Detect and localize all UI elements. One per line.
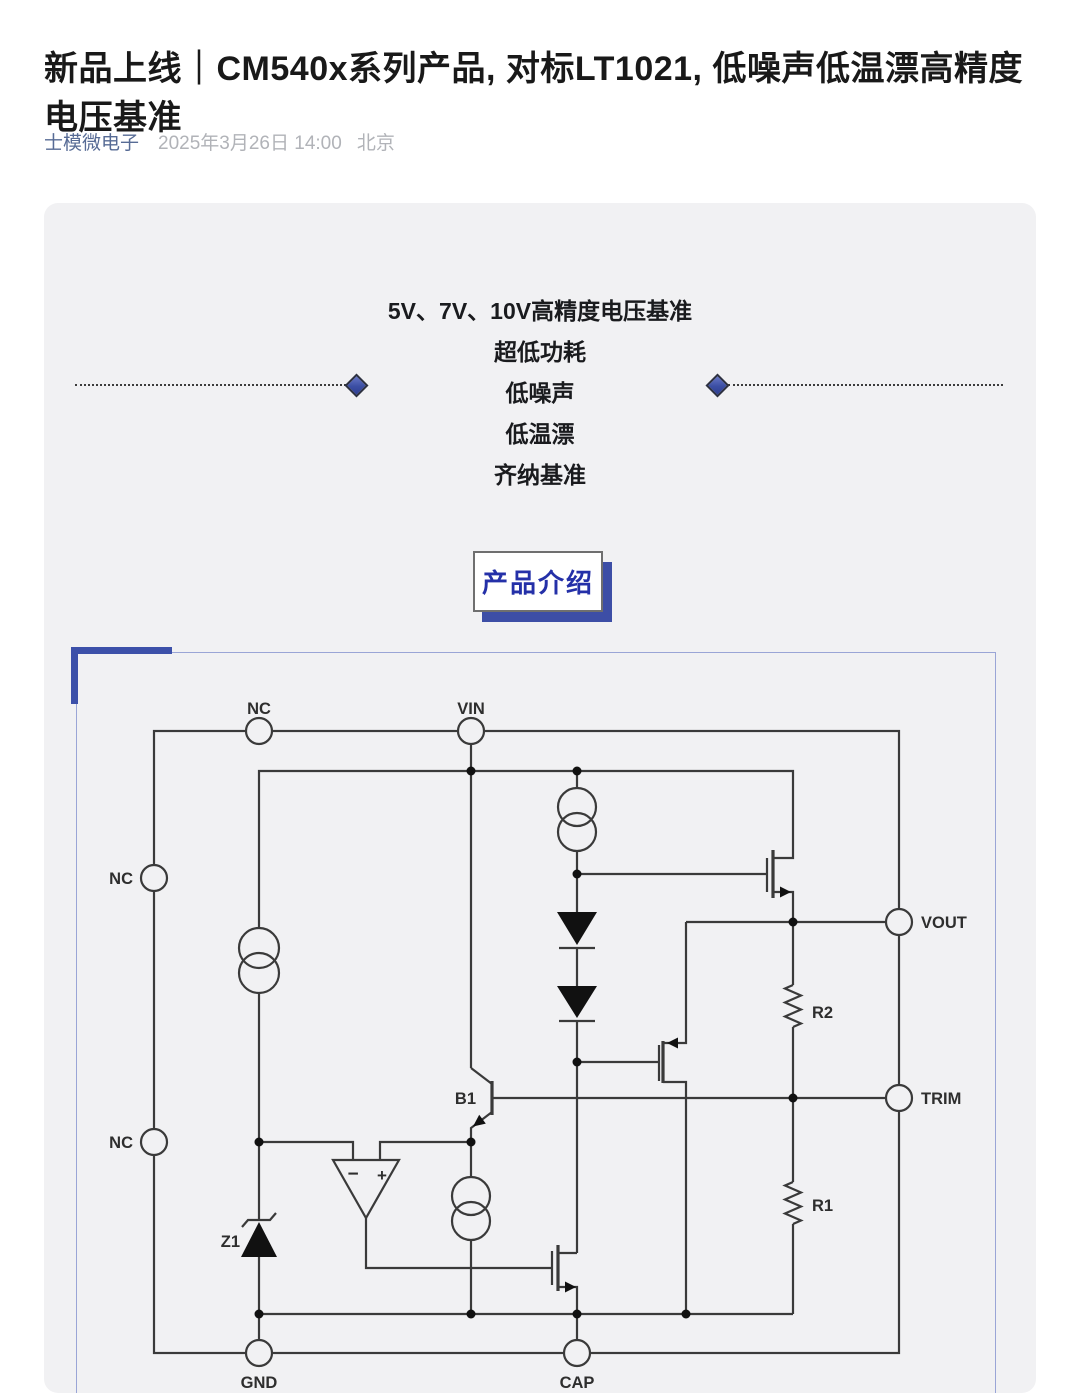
label-z1: Z1 xyxy=(221,1233,240,1251)
pin-cap xyxy=(562,1338,592,1368)
opamp xyxy=(331,1158,401,1221)
section-label-plate: 产品介绍 xyxy=(473,551,603,612)
circuit-labels: NC VIN NC NC VOUT TRIM GND CAP B1 Z1 R2 … xyxy=(109,700,967,1392)
dotted-divider-right xyxy=(728,384,1003,386)
pin-nc-top xyxy=(244,716,274,746)
pin-label-trim: TRIM xyxy=(921,1090,961,1108)
pin-circles xyxy=(139,716,914,1368)
feature-line: 超低功耗 xyxy=(494,339,586,365)
diagram-frame xyxy=(76,652,996,1393)
pin-label-nc-left-lower: NC xyxy=(109,1134,133,1152)
feature-list: 5V、7V、10V高精度电压基准 超低功耗 低噪声 低温漂 齐纳基准 xyxy=(44,291,1036,496)
pin-nc-left-upper xyxy=(139,863,169,893)
diode-stack xyxy=(557,912,597,1018)
current-source-b1-tail xyxy=(450,1175,492,1242)
current-source-center xyxy=(556,786,598,853)
opamp-minus-sign: − xyxy=(347,1164,358,1185)
corner-bracket-horizontal xyxy=(71,647,172,654)
transistor-arrows xyxy=(473,886,791,1293)
pin-vout xyxy=(884,907,914,937)
pin-label-nc-top: NC xyxy=(247,700,271,718)
article-meta: 士模微电子 2025年3月26日 14:00 北京 xyxy=(44,128,944,155)
pin-trim xyxy=(884,1083,914,1113)
dotted-divider-left xyxy=(75,384,346,386)
circuit-wires xyxy=(241,744,886,1340)
pin-label-vout: VOUT xyxy=(921,914,967,932)
content-card xyxy=(44,203,1036,1393)
feature-line: 低噪声 xyxy=(505,380,575,406)
page-title: 新品上线｜CM540x系列产品, 对标LT1021, 低噪声低温漂高精度电压基准 xyxy=(44,49,1023,137)
pin-vin xyxy=(456,716,486,746)
circuit-schematic: NC VIN NC NC VOUT TRIM GND CAP B1 Z1 R2 … xyxy=(109,700,967,1392)
package-outline xyxy=(152,729,901,1355)
pin-nc-left-lower xyxy=(139,1127,169,1157)
pin-label-vin: VIN xyxy=(457,700,485,718)
pin-label-gnd: GND xyxy=(241,1374,278,1392)
opamp-plus-sign: + xyxy=(377,1166,387,1185)
corner-bracket-vertical xyxy=(71,647,78,704)
label-r2: R2 xyxy=(812,1004,833,1022)
author-link[interactable]: 士模微电子 xyxy=(44,133,140,154)
feature-line: 齐纳基准 xyxy=(494,462,586,488)
junction-dots xyxy=(254,766,798,1319)
publish-date: 2025年3月26日 14:00 xyxy=(158,133,342,154)
feature-line: 低温漂 xyxy=(505,421,575,447)
label-r1: R1 xyxy=(812,1197,833,1215)
pin-label-cap: CAP xyxy=(560,1374,595,1392)
current-source-left xyxy=(237,926,281,995)
section-label-text: 产品介绍 xyxy=(481,568,594,598)
zener-z1 xyxy=(241,1222,277,1257)
feature-line: 5V、7V、10V高精度电压基准 xyxy=(387,298,693,324)
pin-gnd xyxy=(244,1338,274,1368)
pin-label-nc-left-upper: NC xyxy=(109,870,133,888)
publish-location: 北京 xyxy=(356,133,395,154)
label-b1: B1 xyxy=(455,1090,476,1108)
